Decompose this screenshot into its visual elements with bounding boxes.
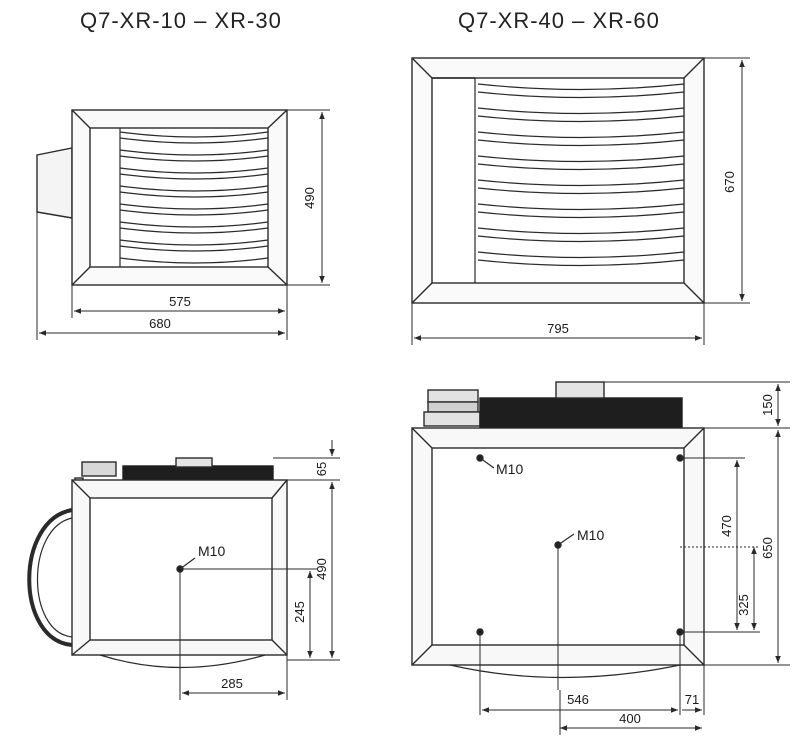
flue-pipe <box>81 461 117 477</box>
small-back-dims <box>179 440 340 700</box>
dim-small-back-mount-offset: 285 <box>221 676 243 691</box>
title-small-model: Q7-XR-10 – XR-30 <box>80 8 282 33</box>
dim-large-back-top-offset: 150 <box>760 394 775 416</box>
dim-large-front-height: 670 <box>722 171 737 193</box>
small-front-view <box>36 109 288 286</box>
side-housing <box>36 147 73 219</box>
large-back-mount-label-center: M10 <box>577 527 604 543</box>
dim-small-front-inner-width: 575 <box>169 294 191 309</box>
large-front-dims <box>411 57 750 345</box>
dim-large-back-hole-offset-v: 325 <box>736 594 751 616</box>
title-large-model: Q7-XR-40 – XR-60 <box>458 8 660 33</box>
large-front-view <box>411 57 705 304</box>
fan-motor <box>122 465 274 481</box>
louvers <box>474 78 685 283</box>
dim-small-front-height: 490 <box>302 187 317 209</box>
louvers <box>119 128 269 267</box>
dim-large-back-hole-spacing-v: 470 <box>719 515 734 537</box>
dim-small-back-mount-height: 245 <box>292 601 307 623</box>
dim-large-front-width: 795 <box>547 321 569 336</box>
dim-large-back-total-height: 650 <box>760 537 775 559</box>
large-back-dims <box>479 381 790 715</box>
small-front-dims <box>36 109 330 340</box>
small-back-view <box>27 457 288 669</box>
dim-large-back-hole-spacing-h: 400 <box>619 711 641 726</box>
dim-large-back-hole-dist: 546 <box>567 692 589 707</box>
dim-large-back-edge-offset: 71 <box>685 692 699 707</box>
mount-point-bottom-left <box>476 628 484 636</box>
fan-motor <box>479 397 683 429</box>
large-back-mount-label-top: M10 <box>496 461 523 477</box>
flue-pipe <box>427 389 479 403</box>
dim-small-back-top-offset: 65 <box>314 462 329 476</box>
dim-small-back-height: 490 <box>314 558 329 580</box>
small-back-mount-label: M10 <box>198 543 225 559</box>
dim-small-front-total-width: 680 <box>149 316 171 331</box>
